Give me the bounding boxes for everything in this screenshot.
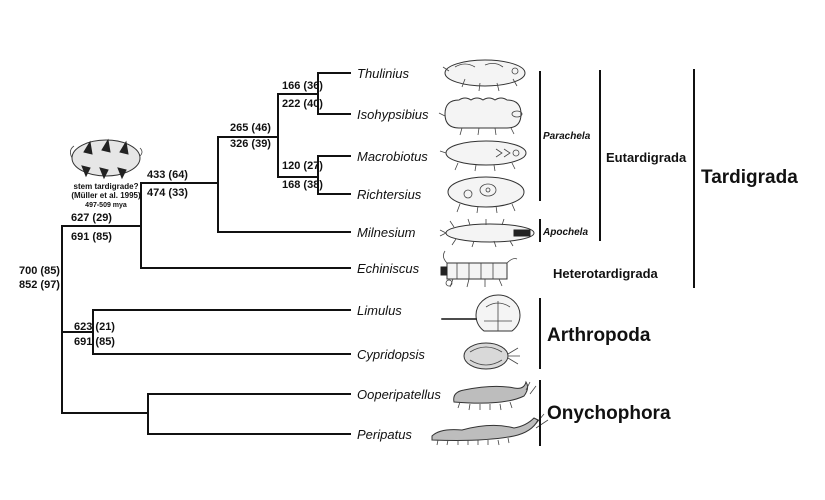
node-thul-iso-top: 166 (36) — [282, 80, 323, 92]
peripatus-drawing-icon — [431, 413, 549, 446]
macrobiotus-drawing-icon — [439, 140, 527, 172]
stem-tardigrade-drawing-icon — [70, 138, 143, 180]
node-arthropoda-top: 623 (21) — [74, 321, 115, 333]
node-parachela-top: 265 (46) — [230, 122, 271, 134]
taxon-limulus: Limulus — [357, 303, 402, 318]
ooperipatellus-drawing-icon — [453, 380, 537, 411]
group-parachela: Parachela — [543, 131, 591, 142]
thulinius-drawing-icon — [442, 59, 526, 92]
node-tardigrada-top: 627 (29) — [71, 212, 112, 224]
taxon-peripatus: Peripatus — [357, 427, 412, 442]
group-onychophora: Onychophora — [547, 403, 671, 424]
node-eutardigrada-bottom: 474 (33) — [147, 187, 188, 199]
node-root-top: 700 (85) — [19, 265, 60, 277]
stem-annotation-line3: 497-509 mya — [85, 202, 127, 209]
taxon-thulinius: Thulinius — [357, 66, 410, 81]
organism-drawings — [70, 59, 549, 446]
taxon-labels: Thulinius Isohypsibius Macrobiotus Richt… — [357, 66, 441, 442]
group-heterotardigrada: Heterotardigrada — [553, 266, 659, 281]
node-eutardigrada-top: 433 (64) — [147, 169, 188, 181]
node-arthropoda-bottom: 691 (85) — [74, 336, 115, 348]
node-thul-iso-bottom: 222 (40) — [282, 98, 323, 110]
taxon-macrobiotus: Macrobiotus — [357, 149, 428, 164]
node-root-bottom: 852 (97) — [19, 279, 60, 291]
node-macro-rich-bottom: 168 (38) — [282, 179, 323, 191]
taxon-ooperipatellus: Ooperipatellus — [357, 387, 441, 402]
taxon-cypridopsis: Cypridopsis — [357, 347, 425, 362]
group-eutardigrada: Eutardigrada — [606, 150, 687, 165]
richtersius-drawing-icon — [447, 176, 525, 214]
stem-annotation-line1: stem tardigrade? — [74, 182, 139, 191]
tree-branches — [61, 72, 351, 435]
isohypsibius-drawing-icon — [438, 97, 523, 136]
group-labels: Parachela Apochela Eutardigrada Heterota… — [542, 131, 798, 424]
taxon-isohypsibius: Isohypsibius — [357, 107, 429, 122]
milnesium-drawing-icon — [439, 218, 535, 248]
group-apochela: Apochela — [542, 227, 588, 238]
node-labels: 700 (85) 852 (97) 627 (29) 691 (85) 433 … — [19, 80, 323, 348]
group-tardigrada: Tardigrada — [701, 167, 798, 188]
stem-annotation-line2: (Müller et al. 1995) — [71, 191, 141, 200]
cypridopsis-drawing-icon — [463, 342, 520, 370]
node-tardigrada-bottom: 691 (85) — [71, 231, 112, 243]
node-macro-rich-top: 120 (27) — [282, 160, 323, 172]
clade-brackets — [539, 69, 695, 446]
stem-annotation: stem tardigrade? (Müller et al. 1995) 49… — [71, 182, 141, 209]
echiniscus-drawing-icon — [440, 250, 518, 288]
node-parachela-bottom: 326 (39) — [230, 138, 271, 150]
taxon-milnesium: Milnesium — [357, 225, 416, 240]
limulus-drawing-icon — [441, 294, 521, 332]
group-arthropoda: Arthropoda — [547, 325, 651, 346]
taxon-richtersius: Richtersius — [357, 187, 422, 202]
taxon-echiniscus: Echiniscus — [357, 261, 420, 276]
